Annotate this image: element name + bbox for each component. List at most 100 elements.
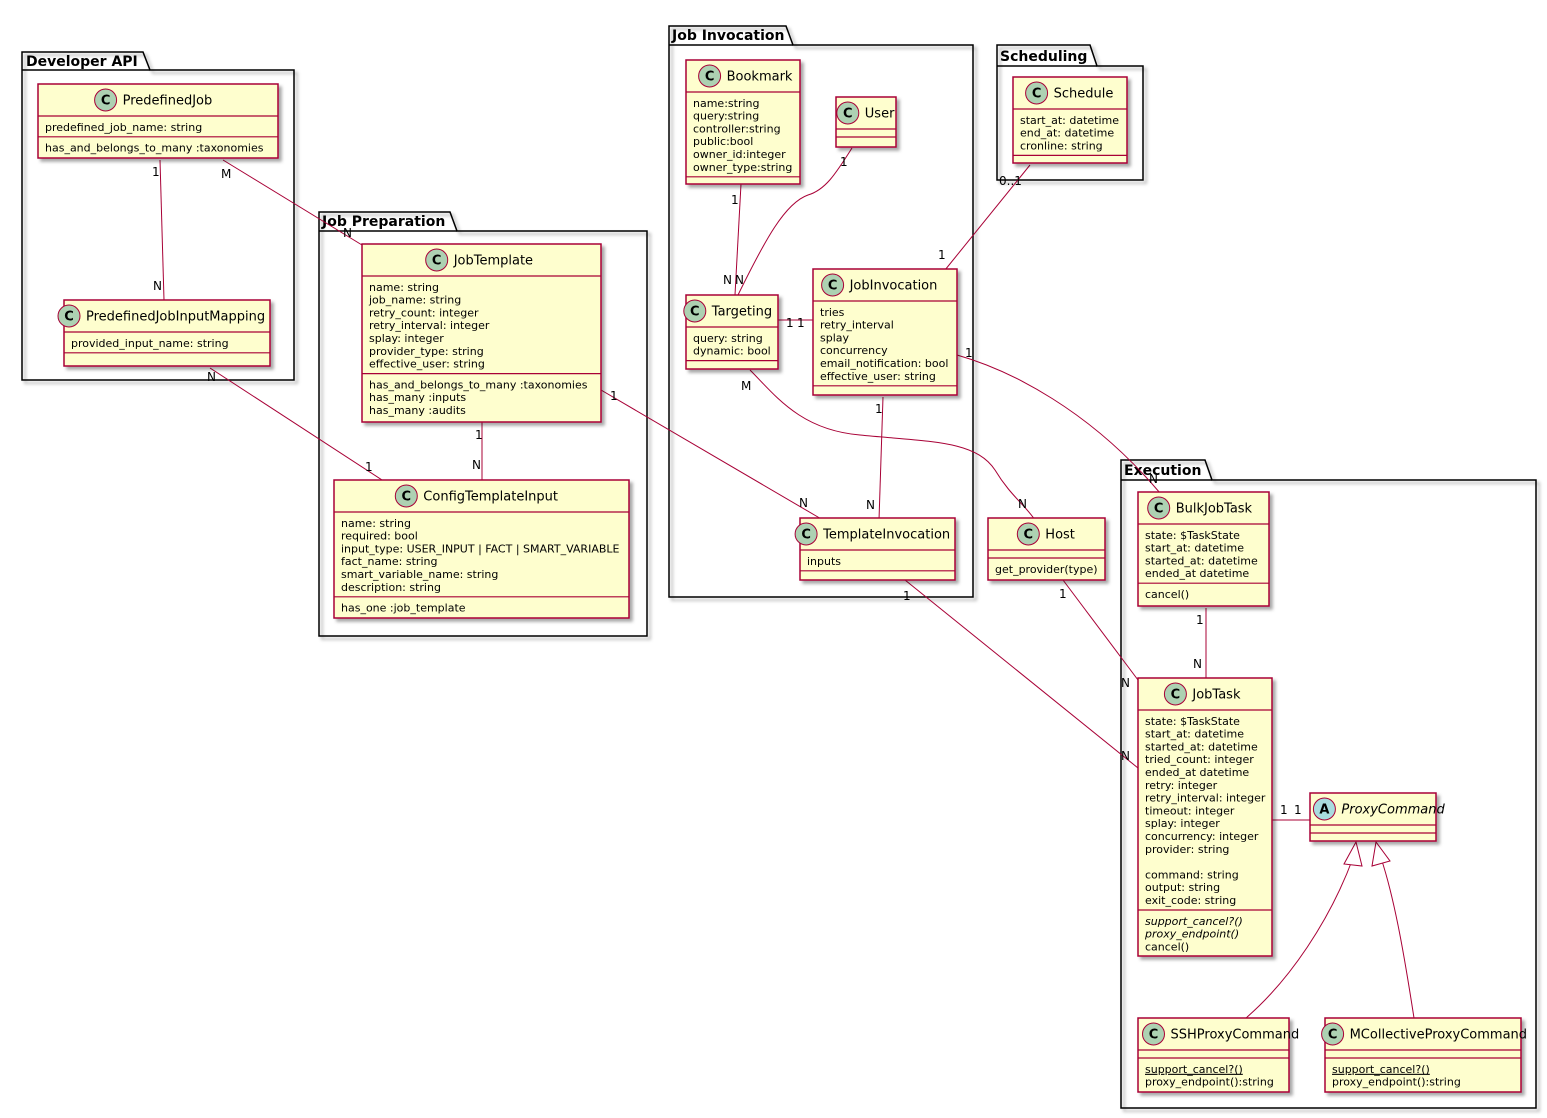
edge-templateinvocation-jobtask: [904, 579, 1139, 769]
class-attribute: concurrency: integer: [1145, 830, 1259, 843]
class-attribute: provided_input_name: string: [71, 337, 229, 350]
multiplicity-label: N: [799, 496, 808, 510]
multiplicity-label: 1: [1294, 803, 1302, 817]
package-job-invocation: Job Invocation: [668, 25, 974, 598]
class-attribute: required: bool: [341, 530, 418, 543]
class-attribute: name:string: [693, 97, 759, 110]
stereotype-glyph: C: [828, 279, 838, 294]
class-method: cancel(): [1145, 940, 1189, 953]
class-attribute: started_at: datetime: [1145, 554, 1258, 567]
class-attribute: controller:string: [693, 122, 781, 135]
generalization-arrow: [1371, 840, 1391, 867]
class-icon: [1163, 682, 1187, 706]
class-attribute: effective_user: string: [820, 370, 936, 383]
stereotype-glyph: C: [843, 107, 853, 122]
abstract-icon: [1312, 797, 1336, 821]
class-attribute: smart_variable_name: string: [341, 568, 498, 581]
class-attribute: job_name: string: [368, 294, 461, 307]
class-attribute: cronline: string: [1020, 139, 1103, 152]
class-attribute: timeout: integer: [1145, 804, 1235, 817]
class-name: PredefinedJob: [123, 94, 213, 109]
class-icon: [794, 522, 818, 546]
stereotype-glyph: C: [690, 305, 700, 320]
edge-host-jobtask: [1062, 579, 1139, 681]
class-icon: [425, 248, 449, 272]
package-title: Execution: [1124, 463, 1201, 479]
class-name: JobTemplate: [453, 254, 533, 269]
multiplicity-label: N: [1018, 497, 1027, 511]
class-box: [361, 243, 602, 423]
class-icon: [57, 304, 81, 328]
class-attribute: owner_id:integer: [693, 148, 786, 161]
stereotype-glyph: C: [402, 490, 412, 505]
class-icon: [1016, 522, 1040, 546]
class-icon: [94, 88, 118, 112]
multiplicity-label: N: [735, 273, 744, 287]
edge-predefinedjob-jobtemplate: [222, 159, 363, 246]
package-title: Job Invocation: [671, 28, 784, 44]
edge-targeting-host: [749, 369, 1036, 521]
edge-user-targeting: [737, 147, 853, 296]
class-attribute: output: string: [1145, 881, 1220, 894]
multiplicity-label: 1: [152, 165, 160, 179]
class-method: support_cancel?(): [1145, 915, 1243, 928]
multiplicity-label: 1: [875, 402, 883, 416]
class-method: proxy_endpoint():string: [1145, 1076, 1274, 1089]
multiplicity-label: 1: [1280, 803, 1288, 817]
stereotype-glyph: C: [1032, 87, 1042, 102]
class-method: proxy_endpoint(): [1144, 928, 1239, 941]
class-attribute: start_at: datetime: [1020, 114, 1119, 127]
class-name: PredefinedJobInputMapping: [86, 310, 265, 325]
multiplicity-label: 1: [1196, 613, 1204, 627]
edge-jobinvocation-templateinvocation: [878, 396, 884, 521]
class-attribute: dynamic: bool: [693, 345, 771, 358]
class-method: proxy_endpoint():string: [1332, 1076, 1461, 1089]
class-attribute: input_type: USER_INPUT | FACT | SMART_VA…: [341, 542, 620, 555]
multiplicity-label: 1: [938, 248, 946, 262]
class-name: Targeting: [711, 305, 772, 320]
class-attribute: predefined_job_name: string: [45, 121, 202, 134]
class-predefined-job: C PredefinedJob predefined_job_name: strin…: [37, 83, 279, 159]
generalization-arrow: [1343, 840, 1363, 867]
edge-jobtemplate-templateinvocation: [600, 389, 824, 521]
multiplicity-label: 1: [475, 428, 483, 442]
class-attribute: start_at: datetime: [1145, 542, 1244, 555]
package-title: Developer API: [26, 54, 138, 70]
class-attribute: splay: integer: [1145, 817, 1220, 830]
class-attribute: ended_at datetime: [1145, 567, 1249, 580]
multiplicity-label: 1: [840, 155, 848, 169]
class-attribute: provider: string: [1145, 843, 1229, 856]
class-name: Bookmark: [727, 70, 793, 85]
class-predefined-job-input-mapping: C PredefinedJobInputMapping provided_input…: [57, 299, 271, 367]
class-attribute: splay: integer: [369, 332, 444, 345]
class-attribute: start_at: datetime: [1145, 728, 1244, 741]
stereotype-glyph: C: [432, 254, 442, 269]
class-attribute: inputs: [807, 555, 841, 568]
multiplicity-label: M: [221, 167, 231, 181]
edge-schedule-jobinvocation: [944, 164, 1031, 271]
class-icon: [683, 299, 707, 323]
class-name: BulkJobTask: [1176, 502, 1253, 517]
class-name: JobInvocation: [849, 279, 938, 294]
class-attribute: retry_interval: [820, 319, 894, 332]
class-attribute: effective_user: string: [369, 358, 485, 371]
class-box: [333, 479, 630, 619]
multiplicity-label: N: [1193, 657, 1202, 671]
stereotype-glyph: C: [101, 94, 111, 109]
stereotype-glyph: C: [64, 310, 74, 325]
multiplicity-label: N: [723, 273, 732, 287]
class-icon: [1321, 1022, 1345, 1046]
multiplicity-label: 1: [786, 316, 794, 330]
class-icon: [698, 64, 722, 88]
class-attribute: exit_code: string: [1145, 894, 1236, 907]
stereotype-glyph: C: [705, 70, 715, 85]
class-attribute: started_at: datetime: [1145, 740, 1258, 753]
